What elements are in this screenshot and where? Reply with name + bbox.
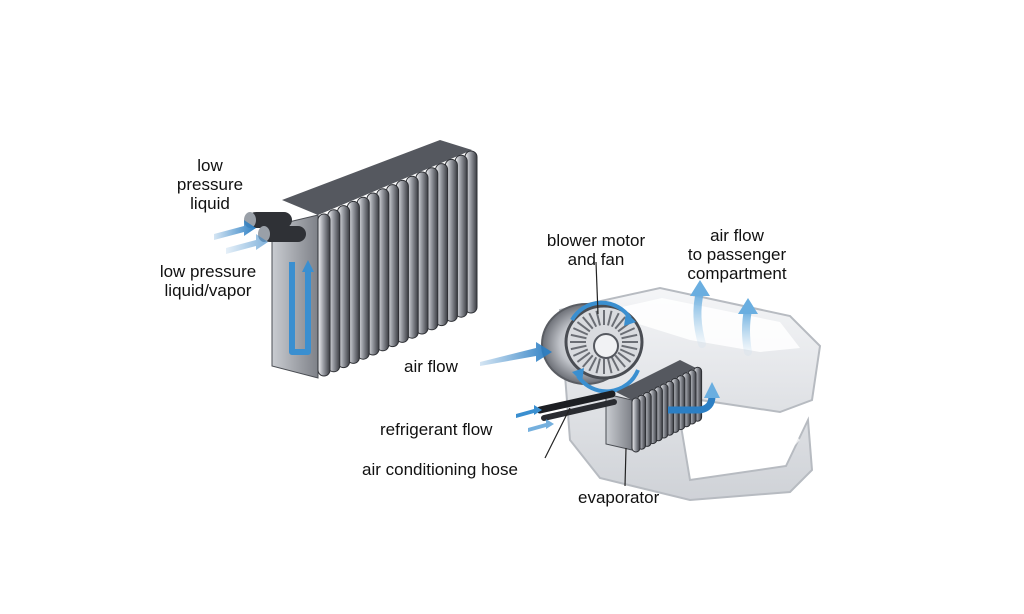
internal-flow-path xyxy=(289,262,311,355)
fan-blade xyxy=(614,354,626,368)
small-evaporator-core xyxy=(605,360,703,453)
fan-blade xyxy=(617,351,632,363)
fan-blade xyxy=(582,316,594,330)
label-evaporator: evaporator xyxy=(578,488,660,507)
label-line: liquid xyxy=(190,194,230,213)
fan-blade xyxy=(614,316,626,330)
label-line: low xyxy=(197,156,223,175)
label-blower-motor-and-fan: blower motor and fan xyxy=(532,231,660,269)
fan-blade xyxy=(576,351,591,363)
leader-lines xyxy=(544,261,627,487)
fan-blade xyxy=(619,327,636,336)
fan-blade xyxy=(610,356,620,372)
evaporator-air-arrow xyxy=(668,382,720,414)
label-line: liquid/vapor xyxy=(164,281,252,300)
blower-fan xyxy=(541,300,644,394)
label-air-flow-to-passenger: air flow to passenger compartment xyxy=(672,226,802,283)
label-line: pressure xyxy=(176,175,244,194)
fan-blade xyxy=(572,348,589,357)
fan-blade xyxy=(610,312,620,328)
label-line: air flow xyxy=(710,226,764,245)
air-conditioning-hose xyxy=(536,390,617,421)
label-low-pressure-liquid: low pressure liquid xyxy=(160,156,260,213)
fan-blade xyxy=(621,333,638,340)
label-air-conditioning-hose: air conditioning hose xyxy=(362,460,518,479)
inlet-pipes xyxy=(244,212,306,242)
incoming-air-arrow xyxy=(480,342,552,366)
fan-blade xyxy=(570,344,587,351)
fan-blade xyxy=(570,333,587,340)
label-line: and fan xyxy=(567,250,625,269)
fan-blade xyxy=(588,356,598,372)
label-air-flow: air flow xyxy=(404,357,458,376)
label-line: to passenger xyxy=(687,245,787,264)
fan-blade xyxy=(588,312,598,328)
label-refrigerant-flow: refrigerant flow xyxy=(380,420,493,439)
fin xyxy=(317,213,331,377)
fin xyxy=(631,397,641,453)
fan-blade xyxy=(595,358,601,374)
passenger-air-flow-arrows xyxy=(690,280,758,356)
inlet-flow-arrows xyxy=(214,220,268,254)
refrigerant-flow-arrows xyxy=(516,405,554,432)
fan-blade xyxy=(607,358,613,374)
fan-blade xyxy=(582,354,594,368)
label-low-pressure-liquid-vapor: low pressure liquid/vapor xyxy=(146,262,270,300)
fan-blade xyxy=(621,344,638,351)
fan-blade xyxy=(607,310,613,326)
large-evaporator-core xyxy=(244,140,478,379)
fan-blade xyxy=(619,348,636,357)
fan-blade xyxy=(595,310,601,326)
fan-blade xyxy=(576,321,591,333)
label-line: compartment xyxy=(687,264,787,283)
label-line: blower motor xyxy=(546,231,646,250)
fan-blade xyxy=(572,327,589,336)
label-line: low pressure xyxy=(159,262,257,281)
